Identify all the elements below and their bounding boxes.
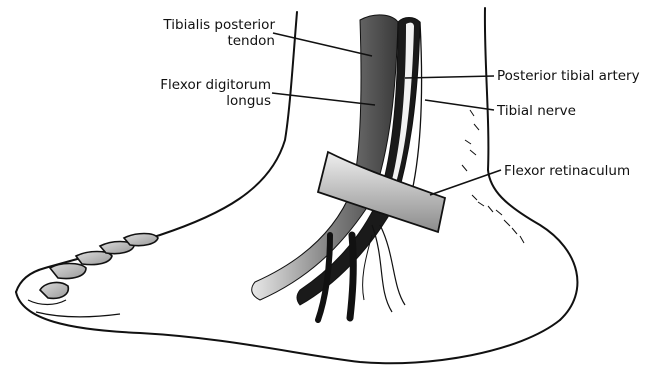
toes bbox=[40, 234, 158, 299]
label-flexor-digitorum-longus: Flexor digitorum longus bbox=[139, 77, 271, 109]
label-tibialis-posterior-line1: Tibialis posterior bbox=[153, 17, 275, 33]
label-flexor-digitorum-line1: Flexor digitorum bbox=[139, 77, 271, 93]
label-posterior-tibial-artery: Posterior tibial artery bbox=[497, 68, 640, 84]
label-tibial-nerve: Tibial nerve bbox=[497, 103, 576, 119]
label-flexor-retinaculum: Flexor retinaculum bbox=[504, 163, 630, 179]
foot-outline bbox=[16, 8, 577, 363]
toe-creases bbox=[28, 300, 120, 317]
label-tibialis-posterior-line2: tendon bbox=[153, 33, 275, 49]
label-flexor-digitorum-line2: longus bbox=[139, 93, 271, 109]
label-tibialis-posterior-tendon: Tibialis posterior tendon bbox=[153, 17, 275, 49]
